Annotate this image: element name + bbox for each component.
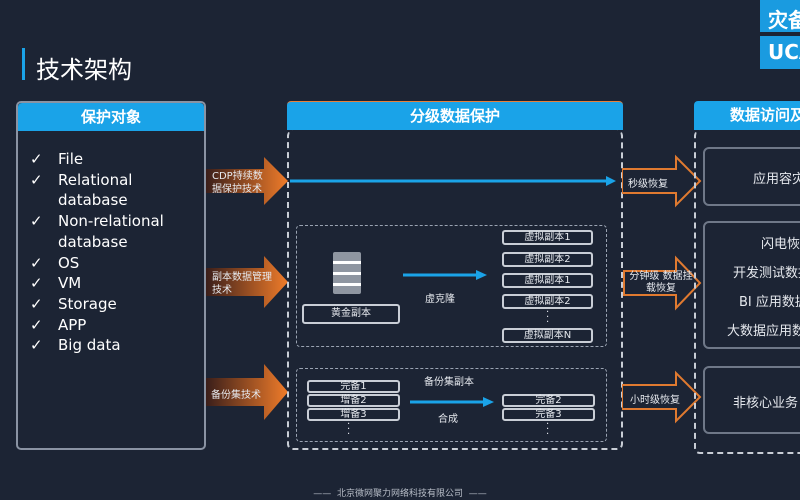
cdp-arrow (290, 176, 616, 186)
virtual-copy: 虚拟副本1 (502, 230, 593, 245)
backup-set-label: 备份集副本 (424, 377, 474, 388)
list-item: ✓ Non-relational database (30, 211, 204, 252)
recovery-minutes: 分钟级 数据挂载恢复 (629, 271, 693, 294)
list-item: ✓ Relational database (30, 170, 204, 211)
access-box: 闪电恢复 开发测试数据 BI 应用数据 大数据应用数据 (703, 221, 800, 349)
footer-line: —— (463, 489, 487, 499)
merge-label: 合成 (438, 414, 458, 425)
virtual-clone-label: 虚克隆 (425, 294, 455, 305)
backup-item: 完备2 (502, 394, 595, 407)
panel-header: 保护对象 (18, 103, 204, 131)
item-label: File (58, 150, 84, 168)
item-label: APP (58, 315, 87, 334)
data-access-header: 数据访问及 (694, 101, 800, 130)
database-icon (333, 252, 361, 294)
item-label: Storage (58, 294, 117, 313)
backup-item: 增备2 (307, 394, 400, 407)
badge-disaster: 灾备 (760, 0, 800, 32)
backup-set-box (296, 368, 607, 442)
merge-arrow (410, 397, 494, 407)
access-item: 非核心业务 (733, 396, 799, 411)
company-name: 北京微网聚力网络科技有限公司 (336, 489, 463, 499)
ellipsis: ··· (546, 307, 550, 328)
item-label: Big data (58, 336, 121, 355)
arrow-outline-icon (622, 154, 702, 208)
object-list: ✓ File ✓ Relational database ✓ Non-relation… (18, 131, 204, 356)
badge-uca: UCA (760, 36, 800, 69)
check-icon: ✓ (30, 336, 43, 355)
check-icon: ✓ (30, 274, 43, 293)
virtual-copy: 虚拟副本2 (502, 252, 593, 267)
tech-cdp: CDP持续数据保护技术 (212, 171, 263, 195)
access-box: 应用容灾 (703, 147, 800, 206)
virtual-copy: 虚拟副本N (502, 328, 593, 343)
tech-copy-mgmt: 副本数据管理技术 (212, 272, 272, 296)
arrow-outline-icon (622, 370, 702, 424)
access-item: 应用容灾 (753, 172, 800, 187)
title-accent (22, 48, 25, 80)
footer-line: —— (313, 489, 337, 499)
check-icon: ✓ (30, 212, 43, 231)
copy-mgmt-box (296, 225, 607, 347)
arrow-icon (206, 364, 288, 420)
protected-objects-panel: 保护对象 ✓ File ✓ Relational database ✓ Non-rel… (16, 101, 206, 450)
check-icon: ✓ (30, 170, 43, 189)
backup-item: 完备1 (307, 380, 400, 393)
tech-backup-set: 备份集技术 (211, 390, 261, 401)
item-label: Non-relational database (58, 212, 164, 251)
clone-arrow (403, 270, 487, 280)
tiered-protection-panel (287, 130, 623, 450)
footer: —— 北京微网聚力网络科技有限公司 —— (0, 486, 800, 499)
list-item: ✓ File (30, 149, 204, 170)
backup-item: 增备3 (307, 408, 400, 421)
backup-item: 完备3 (502, 408, 595, 421)
check-icon: ✓ (30, 150, 43, 168)
item-label: OS (58, 253, 80, 272)
access-item: 闪电恢复 (761, 237, 800, 252)
list-item: ✓ Storage (30, 294, 204, 315)
list-item: ✓ APP (30, 315, 204, 336)
check-icon: ✓ (30, 294, 43, 313)
access-item: BI 应用数据 (739, 295, 800, 310)
page-title: 技术架构 (36, 56, 132, 84)
recovery-seconds: 秒级恢复 (628, 179, 668, 190)
virtual-copy: 虚拟副本2 (502, 294, 593, 309)
access-item: 开发测试数据 (733, 266, 800, 281)
arrow-outline-icon (623, 255, 702, 311)
check-icon: ✓ (30, 253, 43, 272)
access-item: 大数据应用数据 (727, 324, 800, 339)
item-label: Relational database (58, 170, 133, 210)
arrow-icon (206, 256, 288, 308)
list-item: ✓ Big data (30, 335, 204, 356)
ellipsis: ··· (546, 419, 550, 440)
tiered-protection-header: 分级数据保护 (287, 101, 623, 130)
arrow-icon (206, 157, 288, 205)
data-access-panel (694, 130, 800, 454)
tech-arrows (206, 157, 288, 420)
list-item: ✓ OS (30, 253, 204, 274)
item-label: VM (58, 274, 82, 293)
recovery-arrows (622, 154, 702, 424)
access-box: 非核心业务 (703, 366, 800, 434)
ellipsis: ··· (347, 419, 351, 440)
recovery-hours: 小时级恢复 (630, 395, 680, 406)
check-icon: ✓ (30, 315, 43, 334)
virtual-copy: 虚拟副本1 (502, 273, 593, 288)
list-item: ✓ VM (30, 273, 204, 294)
golden-copy: 黄金副本 (302, 304, 400, 324)
